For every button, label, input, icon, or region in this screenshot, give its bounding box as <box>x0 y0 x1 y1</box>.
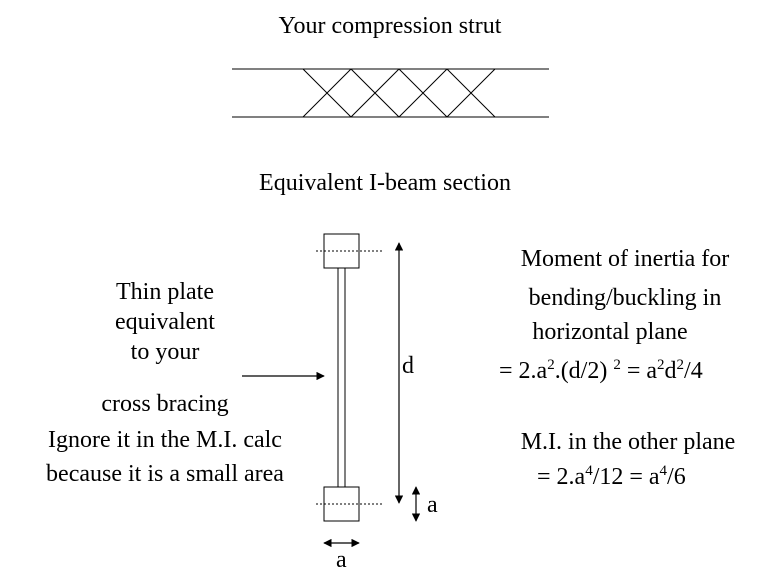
ignore-note-line-2: because it is a small area <box>46 461 284 487</box>
ignore-note-line-1: Ignore it in the M.I. calc <box>48 427 282 453</box>
dimension-d-label: d <box>402 353 414 379</box>
dimension-a-horizontal-label: a <box>336 547 347 573</box>
moment-other-line: M.I. in the other plane <box>520 429 736 455</box>
moment-horizontal-formula: = 2.a2.(d/2) 2 = a2d2/4 <box>499 357 703 385</box>
moment-horizontal-line-1: Moment of inertia for <box>520 246 730 272</box>
moment-other-formula: = 2.a4/12 = a4/6 <box>537 463 686 491</box>
moment-horizontal-line-2: bending/buckling in <box>528 285 722 311</box>
thin-plate-line-3: to your <box>130 339 200 365</box>
dimension-arrows <box>242 242 421 548</box>
dimension-a-vertical-label: a <box>427 492 438 518</box>
section-title: Equivalent I-beam section <box>259 170 511 196</box>
thin-plate-line-4: cross bracing <box>101 391 229 417</box>
strut-cross-bracing <box>302 68 496 118</box>
compression-strut <box>232 68 549 118</box>
moment-horizontal-line-3: horizontal plane <box>532 319 688 345</box>
i-beam-section <box>316 233 382 522</box>
thin-plate-line-1: Thin plate <box>116 279 214 305</box>
strut-title: Your compression strut <box>278 13 502 39</box>
thin-plate-line-2: equivalent <box>115 309 215 335</box>
